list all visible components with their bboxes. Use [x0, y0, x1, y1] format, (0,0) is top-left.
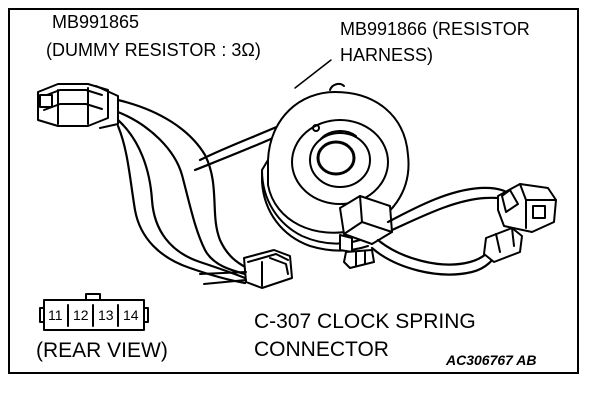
rear-view-connector [39, 293, 149, 331]
dummy-resistor [37, 83, 119, 129]
clock-spring-body [261, 82, 410, 269]
right-upper-connector [497, 183, 557, 233]
resistor-harness-desc-label: HARNESS) [340, 45, 434, 65]
right-lower-connector [483, 227, 523, 263]
pin-number-12: 12 [73, 307, 89, 323]
pin-number-14: 14 [123, 307, 139, 323]
dummy-resistor-desc-label: (DUMMY RESISTOR : 3Ω) [46, 40, 261, 60]
dummy-resistor-code-label: MB991865 [52, 12, 140, 32]
c307-connector [199, 249, 293, 289]
harness-leader-line [294, 59, 332, 89]
connector-name-label-line2: CONNECTOR [254, 338, 389, 361]
figure-code-label: AC306767 AB [446, 352, 537, 368]
rear-view-label: (REAR VIEW) [36, 339, 168, 362]
pin-number-11: 11 [48, 307, 63, 323]
connector-name-label-line1: C-307 CLOCK SPRING [254, 310, 476, 333]
resistor-harness-code-label: MB991866 (RESISTOR [340, 19, 530, 39]
pin-number-13: 13 [98, 307, 114, 323]
